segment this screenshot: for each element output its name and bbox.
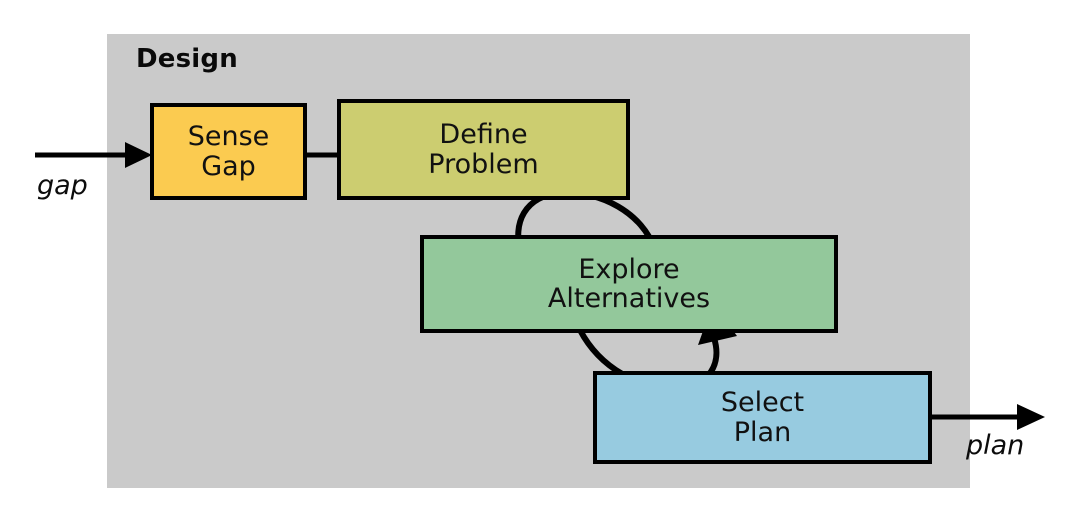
- input-label-gap: gap: [37, 170, 88, 201]
- output-label-plan: plan: [966, 430, 1025, 461]
- node-sense-gap[interactable]: Sense Gap: [150, 103, 307, 200]
- node-select-plan[interactable]: Select Plan: [593, 371, 932, 464]
- node-explore-alternatives[interactable]: Explore Alternatives: [420, 235, 838, 333]
- node-sense-gap-label: Sense Gap: [187, 121, 270, 182]
- node-explore-alternatives-label: Explore Alternatives: [547, 253, 711, 314]
- node-select-plan-label: Select Plan: [720, 387, 805, 448]
- node-define-problem[interactable]: Define Problem: [337, 99, 630, 200]
- page-title: Design: [136, 44, 238, 74]
- node-define-problem-label: Define Problem: [428, 119, 539, 180]
